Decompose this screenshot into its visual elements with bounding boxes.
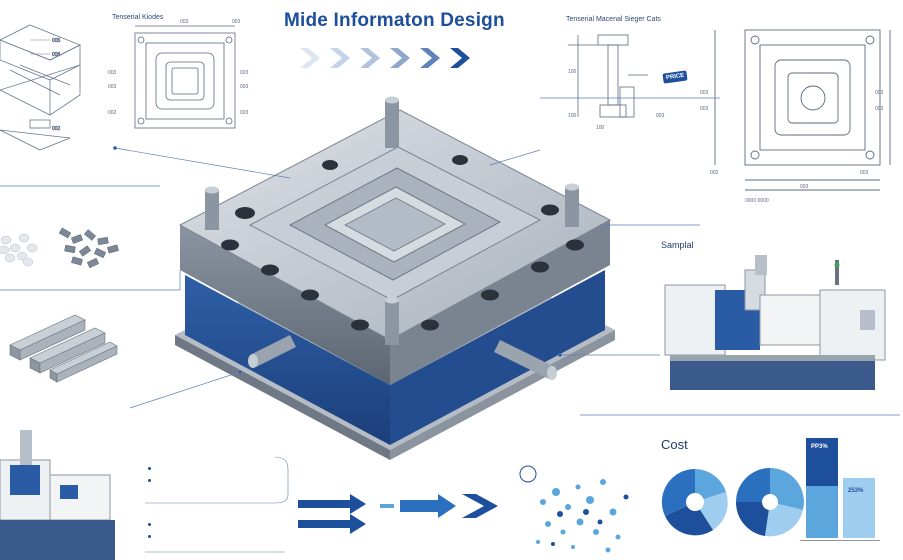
svg-text:003: 003 (180, 19, 189, 25)
title-arrows-icon (300, 48, 470, 68)
drawing-label-left: Tenserial Kiodes (112, 14, 164, 21)
svg-text:003: 003 (700, 90, 709, 96)
svg-text:003: 003 (240, 70, 249, 76)
dimension-callouts-left: 005 008 002 002 (30, 38, 61, 132)
svg-text:008: 008 (52, 52, 61, 58)
svg-text:003: 003 (710, 170, 719, 176)
list-item (148, 462, 157, 474)
cost-bar-1: PP3% (806, 438, 838, 538)
svg-text:0000 0000: 0000 0000 (745, 198, 769, 204)
svg-text:003: 003 (240, 84, 249, 90)
drawing-label-right: Tenserial Macenal Sieger Cats (566, 16, 661, 23)
plastic-pellets-illustration (0, 227, 119, 268)
steel-bars-illustration (9, 314, 118, 383)
svg-text:003: 003 (108, 84, 117, 90)
bullet-list-2 (148, 518, 157, 542)
dot-cluster-chart (519, 465, 629, 553)
list-item (148, 474, 157, 486)
cost-bar-2: 253% (843, 478, 875, 538)
injection-mold-3d (175, 96, 615, 460)
small-machine-illustration (0, 430, 115, 560)
cost-pie-chart-2 (735, 468, 804, 537)
cost-axis (800, 540, 880, 541)
svg-text:003: 003 (800, 184, 809, 190)
list-item (148, 530, 157, 542)
svg-text:002: 002 (108, 110, 117, 116)
svg-text:003: 003 (860, 170, 869, 176)
bullet-frame (145, 456, 289, 553)
svg-text:100: 100 (568, 113, 577, 119)
svg-text:003: 003 (700, 106, 709, 112)
svg-text:003: 003 (875, 90, 884, 96)
machine-label: Samplal (661, 240, 694, 250)
bullet-list (148, 462, 157, 486)
cost-label: Cost (661, 437, 688, 452)
list-item (148, 518, 157, 530)
ejector-pin-drawing: 100 100 003 100 (568, 34, 665, 131)
svg-text:100: 100 (568, 69, 577, 75)
svg-text:003: 003 (875, 106, 884, 112)
page-title: Mide Informaton Design (284, 10, 505, 31)
svg-text:100: 100 (596, 125, 605, 131)
svg-text:003: 003 (232, 19, 241, 25)
process-arrows-icon (298, 494, 498, 534)
mold-wireframe-illustration (0, 24, 81, 151)
svg-text:002: 002 (52, 126, 61, 132)
svg-text:003: 003 (656, 113, 665, 119)
svg-text:003: 003 (108, 70, 117, 76)
mold-plan-drawing: 003 003 003 003 003 003 002 003 (108, 19, 249, 129)
svg-text:005: 005 (52, 38, 61, 44)
injection-machine-illustration (664, 255, 886, 390)
svg-text:003: 003 (240, 110, 249, 116)
cost-pie-chart-1 (661, 468, 728, 536)
mold-plate-drawing: 003 003 003 003 003 003 003 0000 0000 (700, 29, 891, 204)
